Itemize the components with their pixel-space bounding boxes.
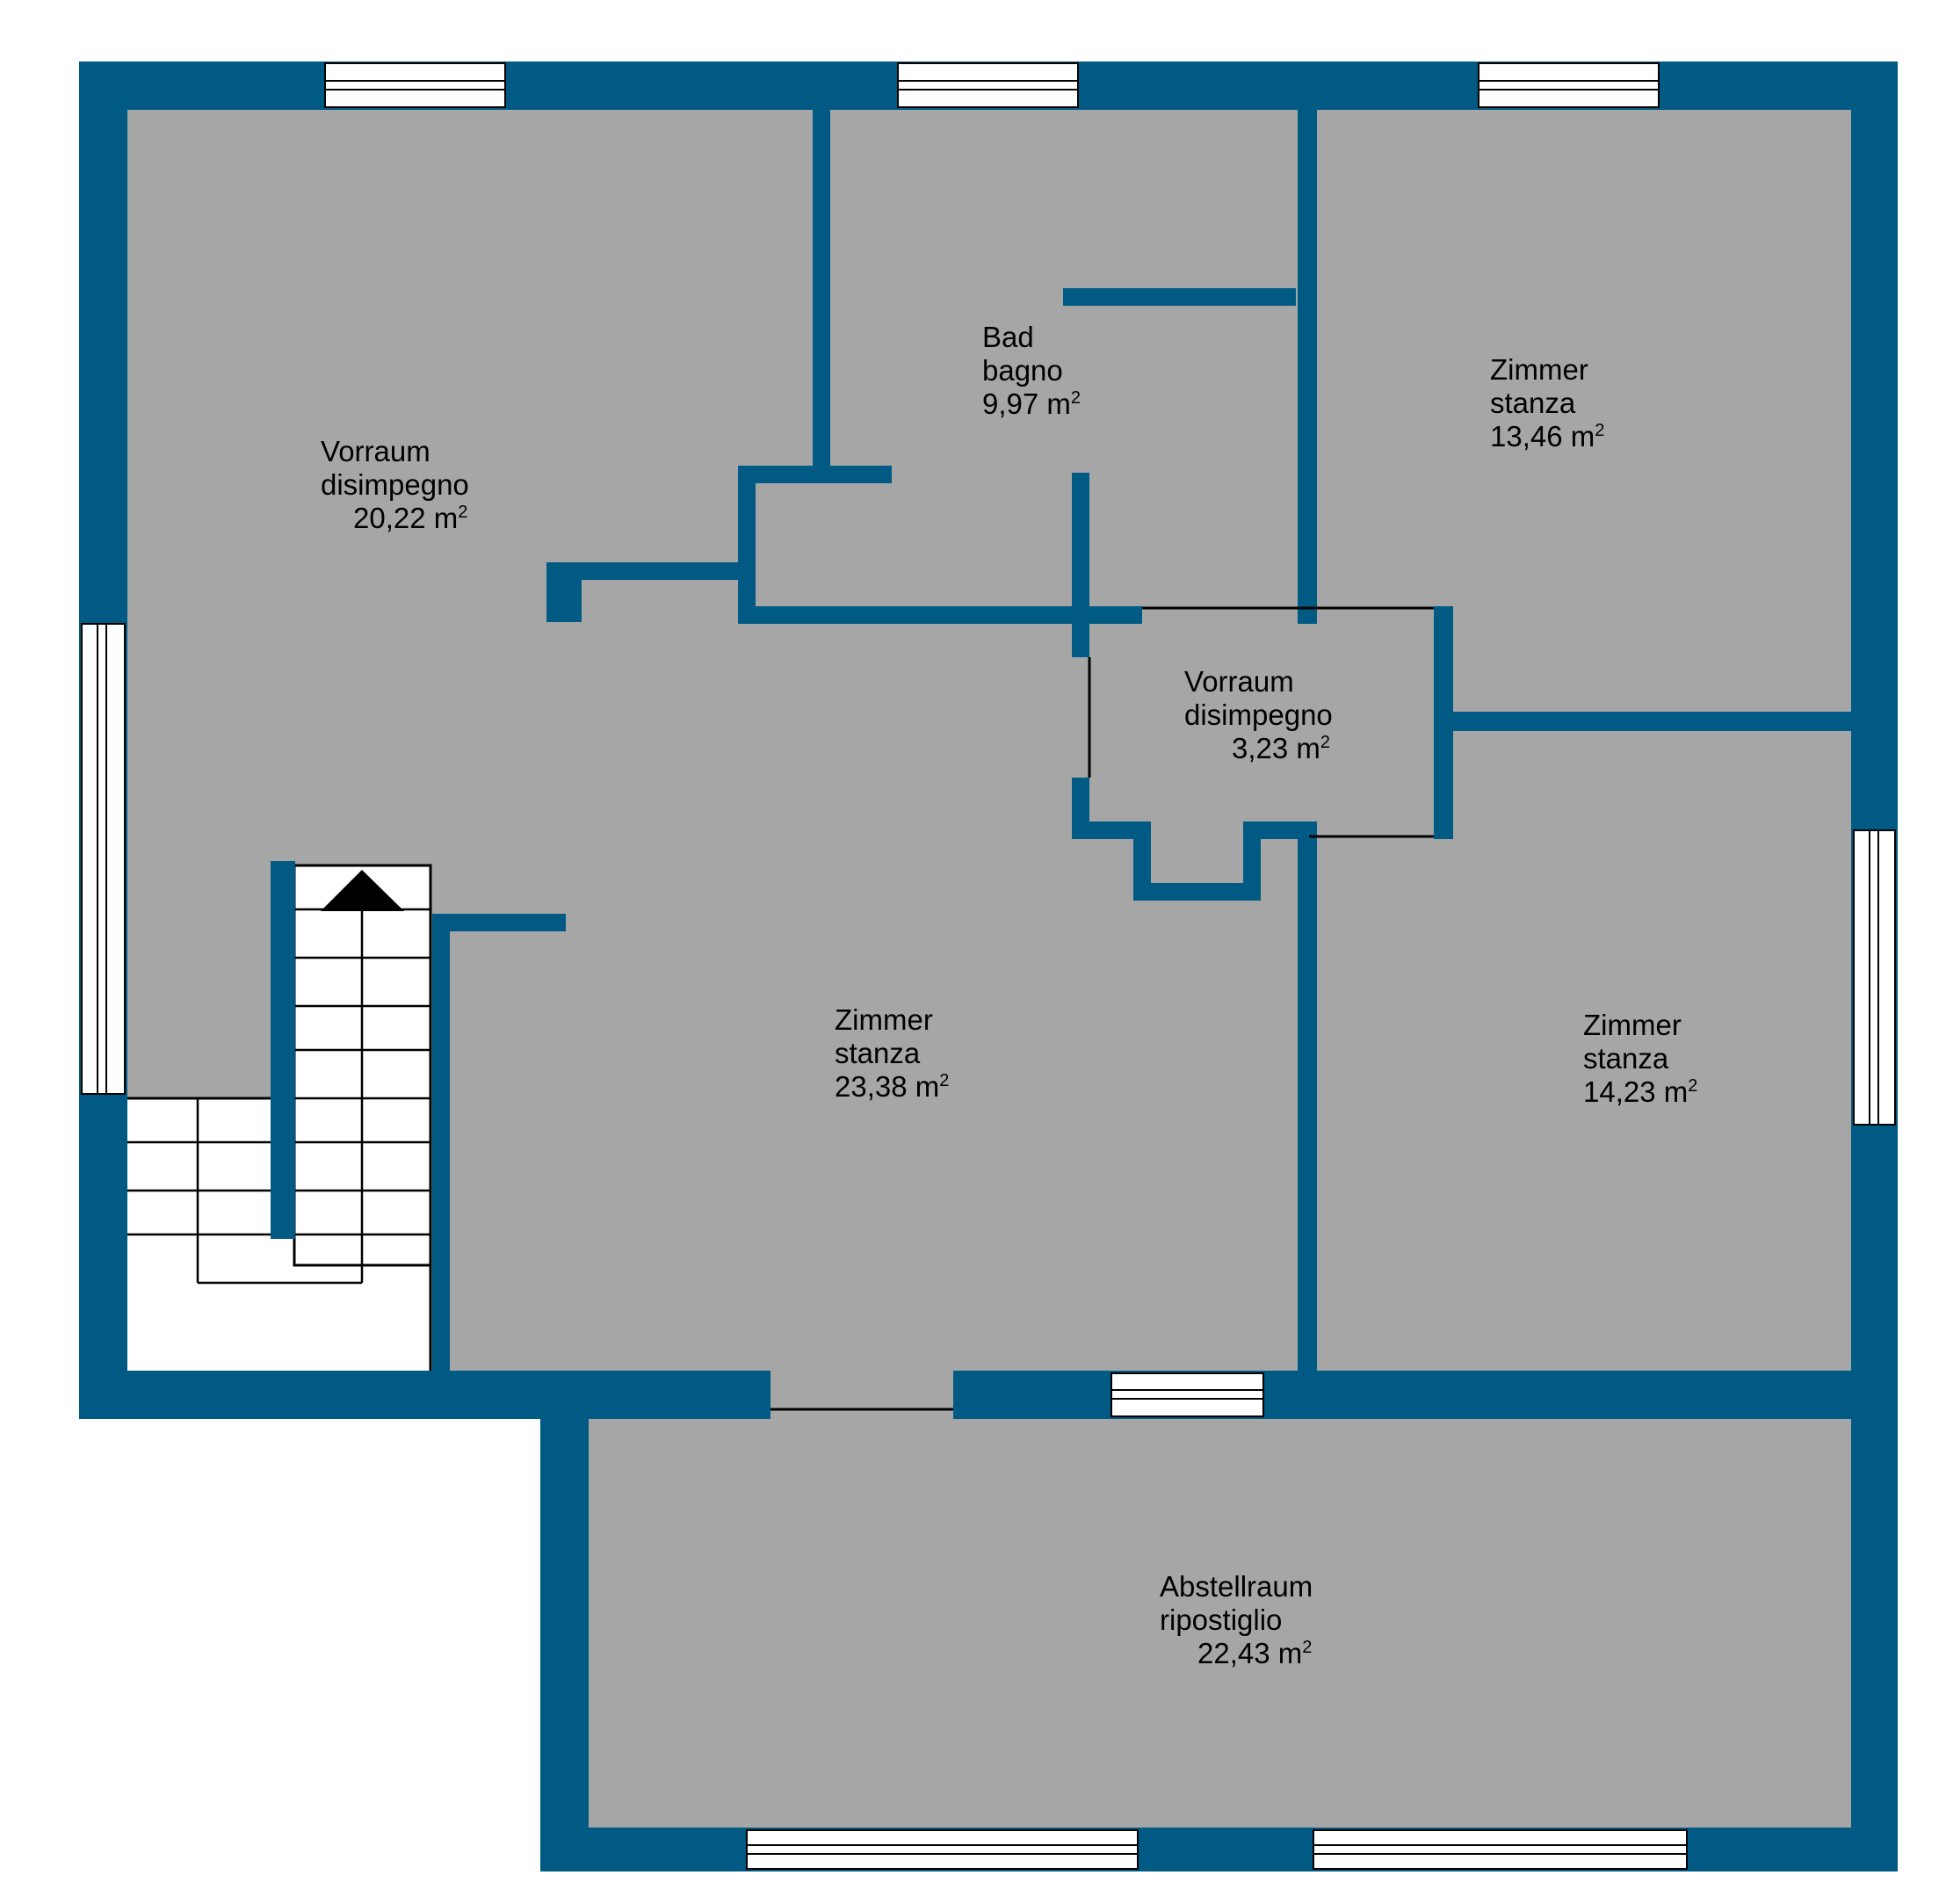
windows [81,62,1896,1870]
wall-south-west [79,1371,770,1419]
wall-bad-east [1298,110,1317,624]
room-area: 3,23 m [1232,732,1320,764]
room-area-sup: 2 [1302,1638,1312,1657]
room-area-sup: 2 [939,1071,949,1090]
room-name-it: stanza [835,1037,921,1069]
window-n3 [1478,62,1660,108]
window-w [81,623,126,1095]
wall-bad-south [738,606,1142,624]
window-storage-1 [746,1829,1139,1870]
window-s [1110,1372,1264,1417]
room-area-sup: 2 [458,503,467,522]
wall-storage-west [540,1406,589,1871]
room-label-vorraum-1: Vorraum disimpegno 20,22 m2 [321,435,477,534]
room-name-it: disimpegno [321,468,469,501]
wall-e-west [1298,822,1317,1371]
window-storage-2 [1313,1829,1688,1870]
staircase [121,864,432,1377]
room-name-it: ripostiglio [1160,1604,1282,1636]
wall-hall-sw-b [1072,822,1151,839]
wall-hall-nook-s [1133,883,1261,901]
wall-stair-east [432,914,450,1372]
room-name-de: Vorraum [1184,665,1294,698]
room-area: 9,97 m [982,387,1071,420]
wall-bad-inner [1072,473,1089,657]
wall-bad-stub [738,466,892,483]
stair-arrow-icon [321,870,404,911]
wall-hall-nook-w [1133,822,1151,901]
window-n2 [897,62,1079,108]
room-label-zimmer-ne: Zimmer stanza 13,46 m2 [1490,353,1604,452]
room-name-de: Vorraum [321,435,430,467]
room-name-de: Zimmer [1490,353,1588,386]
room-area-sup: 2 [1595,421,1604,440]
room-label-zimmer-center: Zimmer stanza 23,38 m2 [835,1003,949,1103]
room-area-sup: 2 [1320,733,1330,752]
wall-hall-se [1243,822,1309,839]
window-e [1853,829,1896,1126]
room-area: 22,43 m [1197,1637,1302,1669]
room-name-it: bagno [982,354,1063,387]
room-name-de: Zimmer [835,1003,933,1036]
room-area-sup: 2 [1071,388,1081,408]
floor-storage [540,1406,1880,1871]
wall-stair-stub [432,914,566,931]
room-area-sup: 2 [1688,1076,1697,1096]
wall-bad-west [813,110,830,470]
wall-storage-south [540,1828,1898,1871]
wall-south-mid [953,1371,1898,1419]
room-name-it: stanza [1583,1042,1669,1075]
room-name-de: Bad [982,321,1034,353]
wall-hall-nook-e [1243,822,1261,901]
room-label-abstellraum: Abstellraum ripostiglio 22,43 m2 [1160,1570,1320,1669]
room-area: 20,22 m [353,502,458,534]
window-n1 [324,62,506,108]
wall-link [549,562,747,580]
wall-hall-east [1434,606,1453,839]
room-area: 13,46 m [1490,420,1595,452]
room-name-it: stanza [1490,387,1576,419]
wall-stair-rail [271,861,295,1239]
room-area: 14,23 m [1583,1075,1688,1108]
room-name-de: Zimmer [1583,1009,1682,1041]
room-label-vorraum-2: Vorraum disimpegno 3,23 m2 [1184,665,1341,764]
door-openings [770,606,1434,1411]
room-label-bad: Bad bagno 9,97 m2 [982,321,1081,420]
wall-bad-jamb [738,466,756,624]
room-labels: Vorraum disimpegno 20,22 m2 Bad bagno 9,… [321,321,1697,1669]
wall-ne-south [1453,712,1851,731]
room-label-zimmer-e: Zimmer stanza 14,23 m2 [1583,1009,1697,1108]
room-name-de: Abstellraum [1160,1570,1313,1603]
wall-link-end [546,562,582,622]
wall-shower [1063,288,1296,306]
room-name-it: disimpegno [1184,699,1333,731]
room-area: 23,38 m [835,1070,939,1103]
